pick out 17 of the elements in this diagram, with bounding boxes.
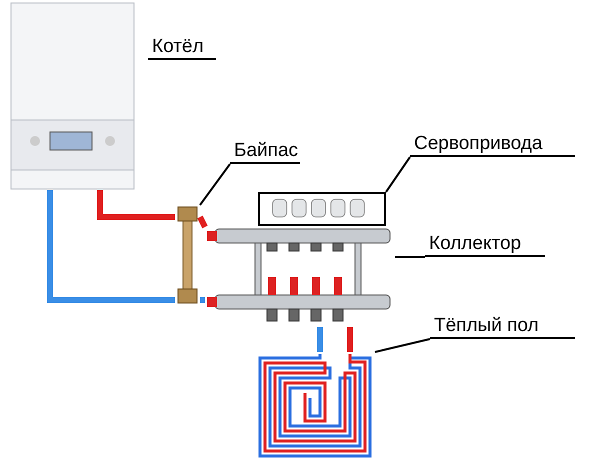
part-label: Байпас [230, 140, 300, 164]
leader-line [374, 338, 430, 353]
part-label: Коллектор [425, 233, 545, 257]
leader-line [395, 256, 425, 258]
pipe [317, 327, 323, 352]
pipe [347, 327, 353, 352]
part-label: Тёплый пол [430, 315, 575, 339]
pipe [47, 190, 175, 303]
leader-line [385, 156, 411, 193]
leader-line [199, 163, 231, 206]
pipe [200, 297, 205, 303]
part-label: Котёл [148, 36, 216, 60]
bypass-drawing [175, 205, 200, 305]
pipe [197, 216, 208, 228]
servo-drive-box [258, 192, 386, 226]
boiler-drawing [10, 2, 135, 190]
part-label: Сервопривода [410, 133, 575, 157]
